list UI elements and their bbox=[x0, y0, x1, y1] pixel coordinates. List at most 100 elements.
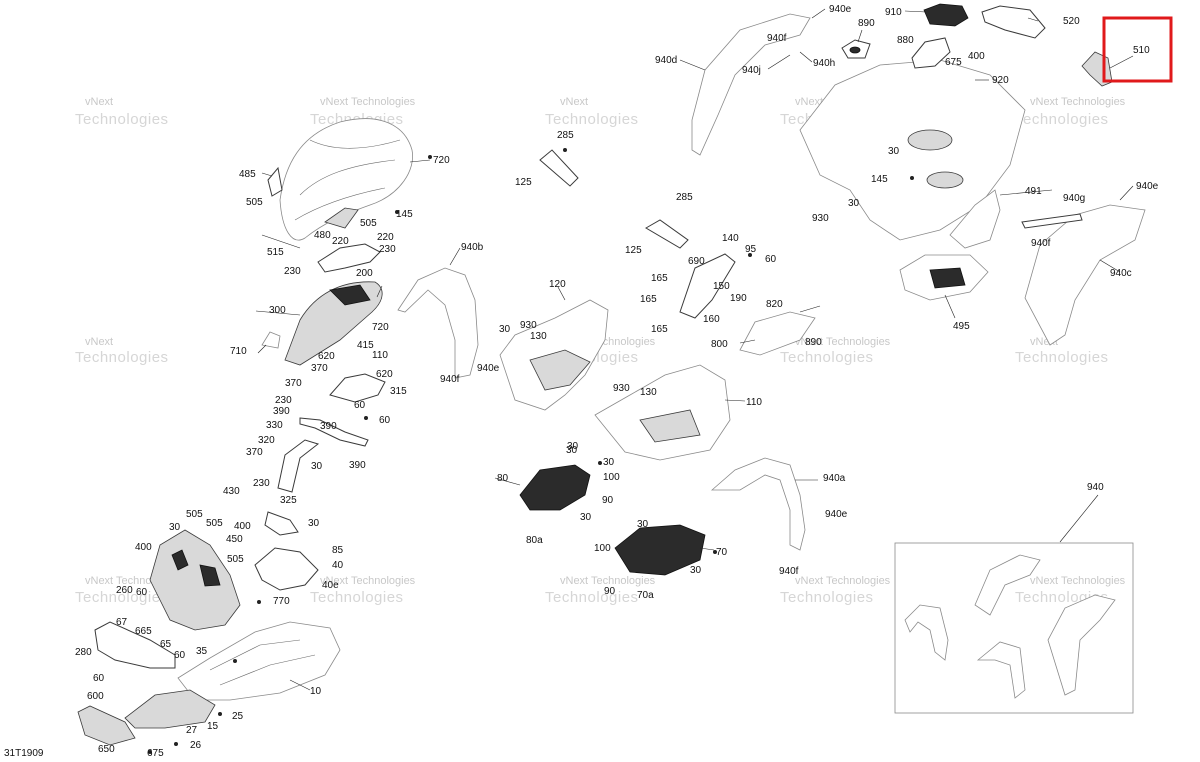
callout[interactable]: 30 bbox=[888, 146, 900, 157]
callout[interactable]: 890 bbox=[858, 18, 875, 29]
callout[interactable]: 820 bbox=[766, 299, 783, 310]
callout[interactable]: 110 bbox=[372, 350, 388, 361]
callout[interactable]: 125 bbox=[515, 177, 532, 188]
callout[interactable]: 285 bbox=[557, 130, 574, 141]
callout[interactable]: 30 bbox=[637, 519, 649, 530]
callout[interactable]: 165 bbox=[640, 294, 657, 305]
callout[interactable]: 330 bbox=[266, 420, 283, 431]
callout[interactable]: 230 bbox=[284, 266, 301, 277]
highlight-box[interactable] bbox=[1102, 16, 1173, 83]
callout[interactable]: 400 bbox=[968, 51, 985, 62]
callout[interactable]: 940e bbox=[825, 509, 848, 520]
callout[interactable]: 30 bbox=[499, 324, 511, 335]
callout[interactable]: 100 bbox=[594, 543, 611, 554]
callout[interactable]: 400 bbox=[135, 542, 152, 553]
callout[interactable]: 480 bbox=[314, 230, 331, 241]
callout[interactable]: 910 bbox=[885, 7, 902, 18]
callout[interactable]: 80a bbox=[526, 535, 543, 546]
callout[interactable]: 930 bbox=[613, 383, 630, 394]
callout[interactable]: 415 bbox=[357, 340, 374, 351]
callout[interactable]: 125 bbox=[625, 245, 642, 256]
callout[interactable]: 60 bbox=[379, 415, 391, 426]
callout[interactable]: 165 bbox=[651, 273, 668, 284]
callout[interactable]: 505 bbox=[360, 218, 377, 229]
callout[interactable]: 30 bbox=[690, 565, 702, 576]
callout[interactable]: 10 bbox=[310, 686, 322, 697]
callout[interactable]: 520 bbox=[1063, 16, 1080, 27]
callout[interactable]: 285 bbox=[676, 192, 693, 203]
callout[interactable]: 720 bbox=[372, 322, 389, 333]
callout[interactable]: 675 bbox=[945, 57, 962, 68]
callout-510[interactable]: 510 bbox=[1133, 45, 1150, 56]
callout[interactable]: 230 bbox=[275, 395, 292, 406]
callout[interactable]: 40e bbox=[322, 580, 339, 591]
callout[interactable]: 70a bbox=[637, 590, 654, 601]
callout[interactable]: 940h bbox=[813, 58, 835, 69]
callout[interactable]: 720 bbox=[433, 155, 450, 166]
callout[interactable]: 325 bbox=[280, 495, 297, 506]
callout[interactable]: 930 bbox=[812, 213, 829, 224]
callout[interactable]: 890 bbox=[805, 337, 822, 348]
callout[interactable]: 940d bbox=[655, 55, 677, 66]
callout[interactable]: 620 bbox=[376, 369, 393, 380]
callout[interactable]: 491 bbox=[1025, 186, 1042, 197]
callout[interactable]: 920 bbox=[992, 75, 1009, 86]
callout[interactable]: 190 bbox=[730, 293, 747, 304]
callout[interactable]: 30 bbox=[169, 522, 181, 533]
callout[interactable]: 26 bbox=[190, 740, 202, 751]
callout[interactable]: 220 bbox=[377, 232, 394, 243]
callout[interactable]: 770 bbox=[273, 596, 290, 607]
callout[interactable]: 85 bbox=[332, 545, 344, 556]
callout[interactable]: 390 bbox=[273, 406, 290, 417]
callout[interactable]: 370 bbox=[246, 447, 263, 458]
callout-inset-940[interactable]: 940 bbox=[1087, 482, 1104, 493]
callout[interactable]: 90 bbox=[604, 586, 616, 597]
callout[interactable]: 30 bbox=[308, 518, 320, 529]
callout[interactable]: 505 bbox=[206, 518, 223, 529]
callout[interactable]: 505 bbox=[227, 554, 244, 565]
callout[interactable]: 300 bbox=[269, 305, 286, 316]
callout[interactable]: 940j bbox=[742, 65, 761, 76]
callout[interactable]: 940f bbox=[440, 374, 460, 385]
callout[interactable]: 27 bbox=[186, 725, 198, 736]
callout[interactable]: 880 bbox=[897, 35, 914, 46]
callout[interactable]: 35 bbox=[196, 646, 208, 657]
callout[interactable]: 390 bbox=[349, 460, 366, 471]
callout[interactable]: 230 bbox=[379, 244, 396, 255]
callout[interactable]: 25 bbox=[232, 711, 244, 722]
callout[interactable]: 485 bbox=[239, 169, 256, 180]
callout[interactable]: 505 bbox=[246, 197, 263, 208]
callout[interactable]: 140 bbox=[722, 233, 739, 244]
callout[interactable]: 400 bbox=[234, 521, 251, 532]
callout[interactable]: 800 bbox=[711, 339, 728, 350]
callout[interactable]: 60 bbox=[765, 254, 777, 265]
callout[interactable]: 940b bbox=[461, 242, 484, 253]
callout[interactable]: 650 bbox=[98, 744, 115, 755]
callout[interactable]: 930 bbox=[520, 320, 537, 331]
callout[interactable]: 30 bbox=[580, 512, 592, 523]
callout[interactable]: 60 bbox=[136, 587, 148, 598]
callout[interactable]: 30 bbox=[567, 441, 579, 452]
callout[interactable]: 80 bbox=[497, 473, 509, 484]
callout[interactable]: 710 bbox=[230, 346, 247, 357]
callout[interactable]: 110 bbox=[746, 397, 762, 408]
callout[interactable]: 60 bbox=[174, 650, 186, 661]
callout[interactable]: 30 bbox=[566, 445, 578, 456]
callout[interactable]: 940f bbox=[767, 33, 787, 44]
callout[interactable]: 30 bbox=[848, 198, 860, 209]
callout[interactable]: 320 bbox=[258, 435, 275, 446]
callout[interactable]: 430 bbox=[223, 486, 240, 497]
callout[interactable]: 130 bbox=[640, 387, 657, 398]
callout[interactable]: 67 bbox=[116, 617, 128, 628]
callout[interactable]: 450 bbox=[226, 534, 243, 545]
callout[interactable]: 675 bbox=[147, 748, 164, 759]
callout[interactable]: 70 bbox=[716, 547, 728, 558]
callout[interactable]: 940f bbox=[1031, 238, 1051, 249]
callout[interactable]: 390 bbox=[320, 421, 337, 432]
callout[interactable]: 940g bbox=[1063, 193, 1085, 204]
callout[interactable]: 940a bbox=[823, 473, 846, 484]
callout[interactable]: 505 bbox=[186, 509, 203, 520]
callout[interactable]: 515 bbox=[267, 247, 284, 258]
callout[interactable]: 150 bbox=[713, 281, 730, 292]
callout[interactable]: 145 bbox=[871, 174, 888, 185]
